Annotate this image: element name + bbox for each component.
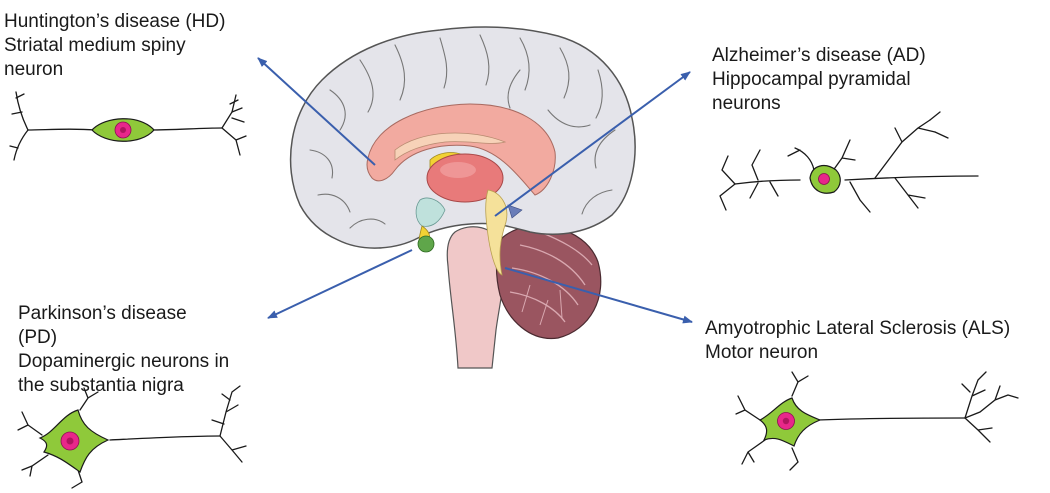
hypothalamus xyxy=(415,197,446,227)
arrow-pd xyxy=(267,249,413,319)
pd-neuron xyxy=(17,385,247,489)
label-ad-line-3: neurons xyxy=(712,93,781,114)
label-pd-line-2: (PD) xyxy=(18,327,58,348)
label-pd-line-3: Dopaminergic neurons in xyxy=(18,351,230,372)
label-als-line-2: Motor neuron xyxy=(705,342,819,363)
corpus-callosum xyxy=(366,103,556,196)
cortex-gyri xyxy=(309,34,616,229)
label-hd-line-3: neuron xyxy=(4,59,64,80)
als-neuron xyxy=(735,371,1019,471)
cerebellum xyxy=(495,225,602,340)
label-huntingtons: Huntington’s disease (HD) Striatal mediu… xyxy=(4,10,225,82)
label-pd-line-1: Parkinson’s disease xyxy=(18,303,187,324)
als-neuron-nucleolus xyxy=(782,417,790,425)
hd-neuron-nucleolus xyxy=(120,127,126,133)
label-als-line-1: Amyotrophic Lateral Sclerosis (ALS) xyxy=(705,318,1011,339)
label-ad-line-2: Hippocampal pyramidal xyxy=(712,69,911,90)
label-ad-line-1: Alzheimer’s disease (AD) xyxy=(712,45,926,66)
fornix xyxy=(394,132,507,161)
label-alzheimers: Alzheimer’s disease (AD) Hippocampal pyr… xyxy=(712,44,926,116)
label-pd-line-4: the substantia nigra xyxy=(18,375,184,396)
label-parkinsons: Parkinson’s disease (PD) Dopaminergic ne… xyxy=(18,302,229,398)
pituitary-gland xyxy=(417,235,435,253)
ad-neuron xyxy=(719,111,979,213)
ad-neuron-nucleus xyxy=(818,173,830,185)
pineal-gland xyxy=(507,204,523,219)
arrow-als xyxy=(504,267,693,324)
pd-neuron-nucleolus xyxy=(66,437,74,445)
thalamus-highlight xyxy=(440,162,476,178)
arrow-hd xyxy=(257,57,376,166)
hd-neuron xyxy=(9,91,247,161)
label-hd-line-2: Striatal medium spiny xyxy=(4,35,186,56)
label-als: Amyotrophic Lateral Sclerosis (ALS) Moto… xyxy=(705,317,1010,365)
label-hd-line-1: Huntington’s disease (HD) xyxy=(4,11,226,32)
arrow-ad xyxy=(494,71,691,217)
